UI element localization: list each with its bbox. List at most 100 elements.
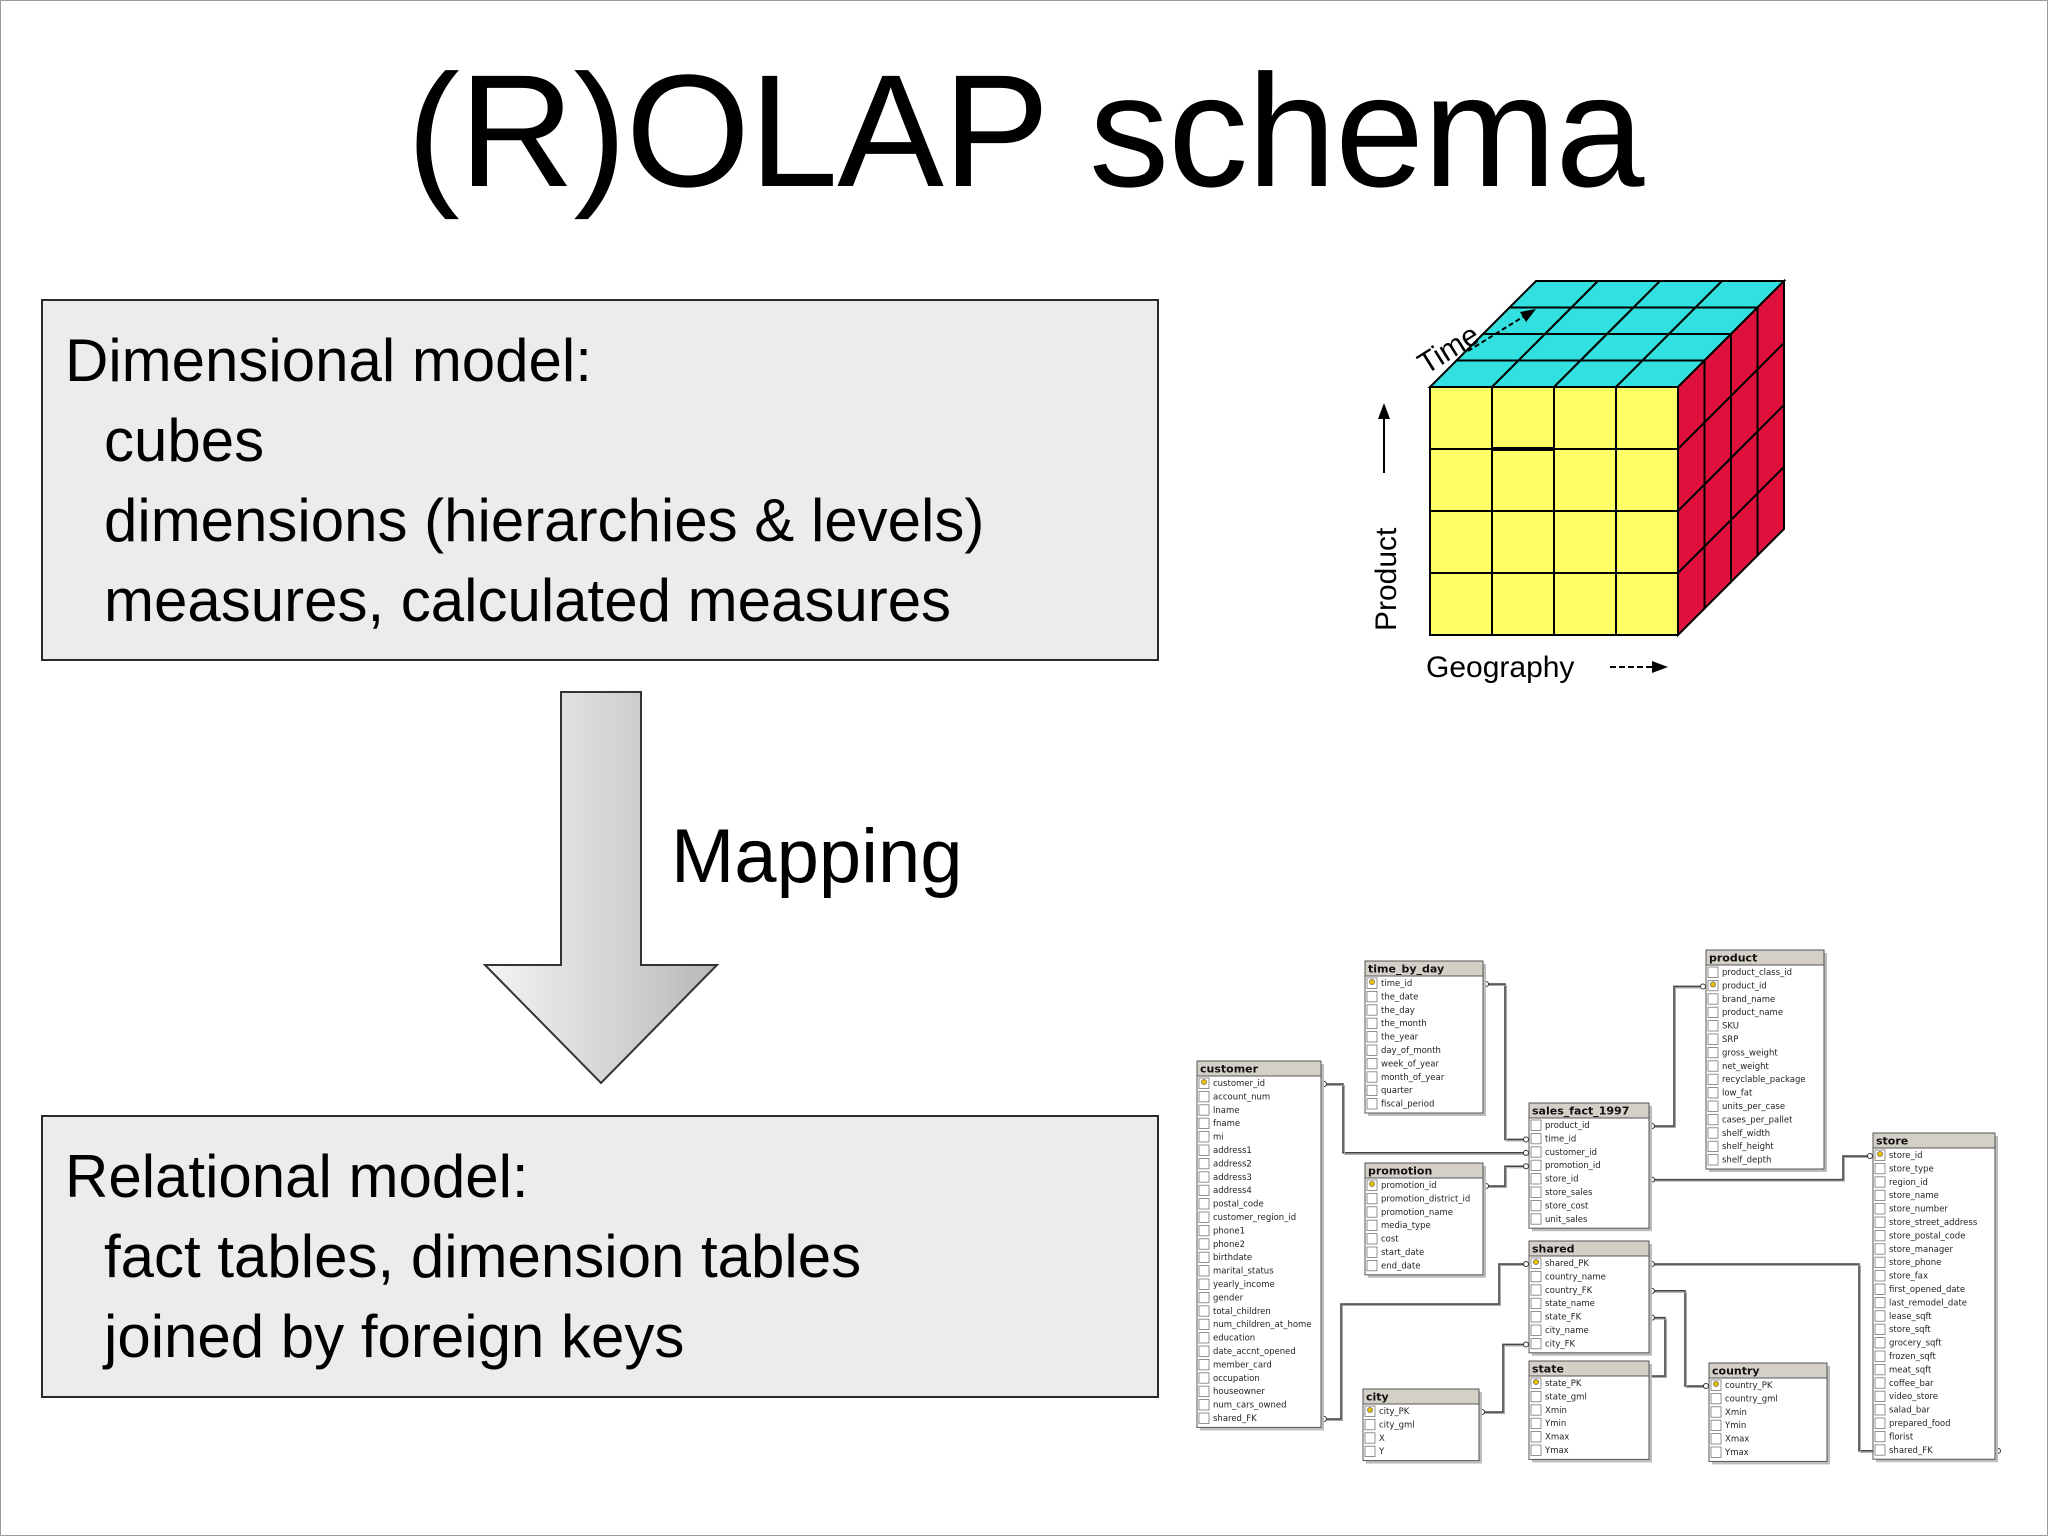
table-field: occupation (1213, 1374, 1260, 1384)
table-field: customer_id (1545, 1148, 1597, 1158)
table-field: the_month (1381, 1019, 1427, 1029)
table-field: address4 (1213, 1186, 1252, 1196)
table-field: education (1213, 1334, 1255, 1344)
table-field: unit_sales (1545, 1215, 1588, 1225)
table-field: store_manager (1889, 1245, 1953, 1255)
field-marker (1874, 1176, 1886, 1188)
dimensional-model-item: cubes (104, 407, 265, 474)
table-field: state_FK (1545, 1313, 1582, 1323)
relationship-line (1321, 1083, 1529, 1154)
field-marker (1198, 1332, 1210, 1344)
relationship-end-marker (1523, 1136, 1529, 1143)
table-field: shared_PK (1545, 1259, 1589, 1269)
field-marker (1874, 1283, 1886, 1295)
field-marker (1874, 1444, 1886, 1456)
key-icon (1533, 1379, 1539, 1385)
table-field: store_id (1889, 1151, 1923, 1161)
schema-table-customer: customercustomer_idaccount_numlnamefname… (1196, 1060, 1324, 1431)
field-marker (1874, 1430, 1886, 1443)
table-name: store (1876, 1135, 1908, 1148)
table-field: promotion_id (1545, 1161, 1601, 1171)
table-field: city_FK (1545, 1339, 1576, 1349)
relationship-line-shadow (1640, 1318, 1667, 1379)
table-frame (1872, 1132, 1996, 1460)
table-field: city_gml (1379, 1420, 1415, 1430)
table-field: store_id (1545, 1175, 1579, 1185)
table-header (1196, 1060, 1322, 1077)
table-field: product_class_id (1722, 968, 1792, 978)
field-marker (1366, 1058, 1378, 1070)
field-marker (1198, 1305, 1210, 1317)
field-marker (1707, 1020, 1719, 1032)
schema-table-product: productproduct_class_idproduct_idbrand_n… (1705, 949, 1827, 1172)
table-field: Ymax (1724, 1448, 1749, 1458)
table-name: customer (1200, 1063, 1259, 1076)
table-field: store_sqft (1889, 1325, 1931, 1335)
relational-model-box: Relational model: fact tables, dimension… (41, 1115, 1159, 1398)
schema-table-store: storestore_idstore_typeregion_idstore_na… (1872, 1132, 1998, 1463)
field-marker (1364, 1432, 1376, 1444)
geography-axis-label: Geography (1426, 651, 1574, 684)
field-marker (1530, 1390, 1542, 1403)
cube-front-cell (1553, 386, 1617, 450)
field-marker (1530, 1417, 1542, 1430)
table-field: yearly_income (1213, 1280, 1275, 1290)
table-name: state (1532, 1363, 1564, 1376)
schema-table-time_by_day: time_by_daytime_idthe_datethe_daythe_mon… (1364, 960, 1486, 1116)
field-marker (1874, 1350, 1886, 1362)
field-marker (1366, 1071, 1378, 1083)
key-icon (1877, 1151, 1883, 1157)
field-marker (1198, 1385, 1210, 1398)
table-field: shelf_width (1722, 1129, 1770, 1139)
table-field: store_name (1889, 1191, 1939, 1201)
cube-front-cell (1553, 510, 1617, 574)
table-field: store_fax (1889, 1272, 1928, 1282)
field-marker (1874, 1243, 1886, 1255)
table-field: frozen_sqft (1889, 1352, 1936, 1362)
table-field: media_type (1381, 1221, 1431, 1231)
relationship-line-shadow (1322, 1085, 1531, 1155)
field-marker (1366, 1017, 1378, 1029)
field-marker (1364, 1418, 1376, 1431)
table-field: lease_sqft (1889, 1312, 1932, 1322)
table-field: total_children (1213, 1307, 1271, 1317)
table-field: address3 (1213, 1173, 1252, 1183)
field-marker (1198, 1211, 1210, 1223)
field-marker (1530, 1311, 1542, 1323)
field-marker (1198, 1090, 1210, 1103)
field-marker (1530, 1119, 1542, 1131)
relational-model-item: fact tables, dimension tables (104, 1223, 862, 1290)
table-field: first_opened_date (1889, 1285, 1965, 1295)
relationship-line-shadow (1484, 985, 1531, 1142)
table-field: the_date (1381, 992, 1418, 1002)
table-field: customer_id (1213, 1079, 1265, 1089)
field-marker (1366, 991, 1378, 1003)
table-field: store_postal_code (1889, 1231, 1965, 1241)
olap-cube-diagram: Time Product Geography (1370, 278, 1787, 684)
field-marker (1530, 1186, 1542, 1198)
cube-front-cell (1429, 386, 1493, 450)
field-marker (1707, 1100, 1719, 1112)
field-marker (1366, 1219, 1378, 1232)
table-header (1528, 1240, 1650, 1257)
table-field: time_id (1545, 1134, 1576, 1144)
product-axis-label: Product (1370, 527, 1403, 631)
table-field: lname (1213, 1106, 1239, 1116)
table-field: the_day (1381, 1006, 1415, 1016)
table-field: state_gml (1545, 1392, 1587, 1402)
field-marker (1198, 1412, 1210, 1424)
table-field: prepared_food (1889, 1419, 1951, 1429)
table-field: houseowner (1213, 1387, 1265, 1397)
table-field: member_card (1213, 1360, 1272, 1370)
table-field: store_number (1889, 1205, 1948, 1215)
table-field: end_date (1381, 1261, 1420, 1271)
relationship-line-shadow (1650, 1291, 1711, 1389)
field-marker (1530, 1146, 1542, 1158)
field-marker (1874, 1296, 1886, 1309)
dimensional-model-box: Dimensional model: cubes dimensions (hie… (41, 299, 1159, 661)
field-marker (1707, 1087, 1719, 1099)
field-marker (1530, 1270, 1542, 1283)
schema-table-sales_fact_1997: sales_fact_1997product_idtime_idcustomer… (1528, 1102, 1652, 1232)
relationship-line-shadow (1484, 1167, 1531, 1189)
